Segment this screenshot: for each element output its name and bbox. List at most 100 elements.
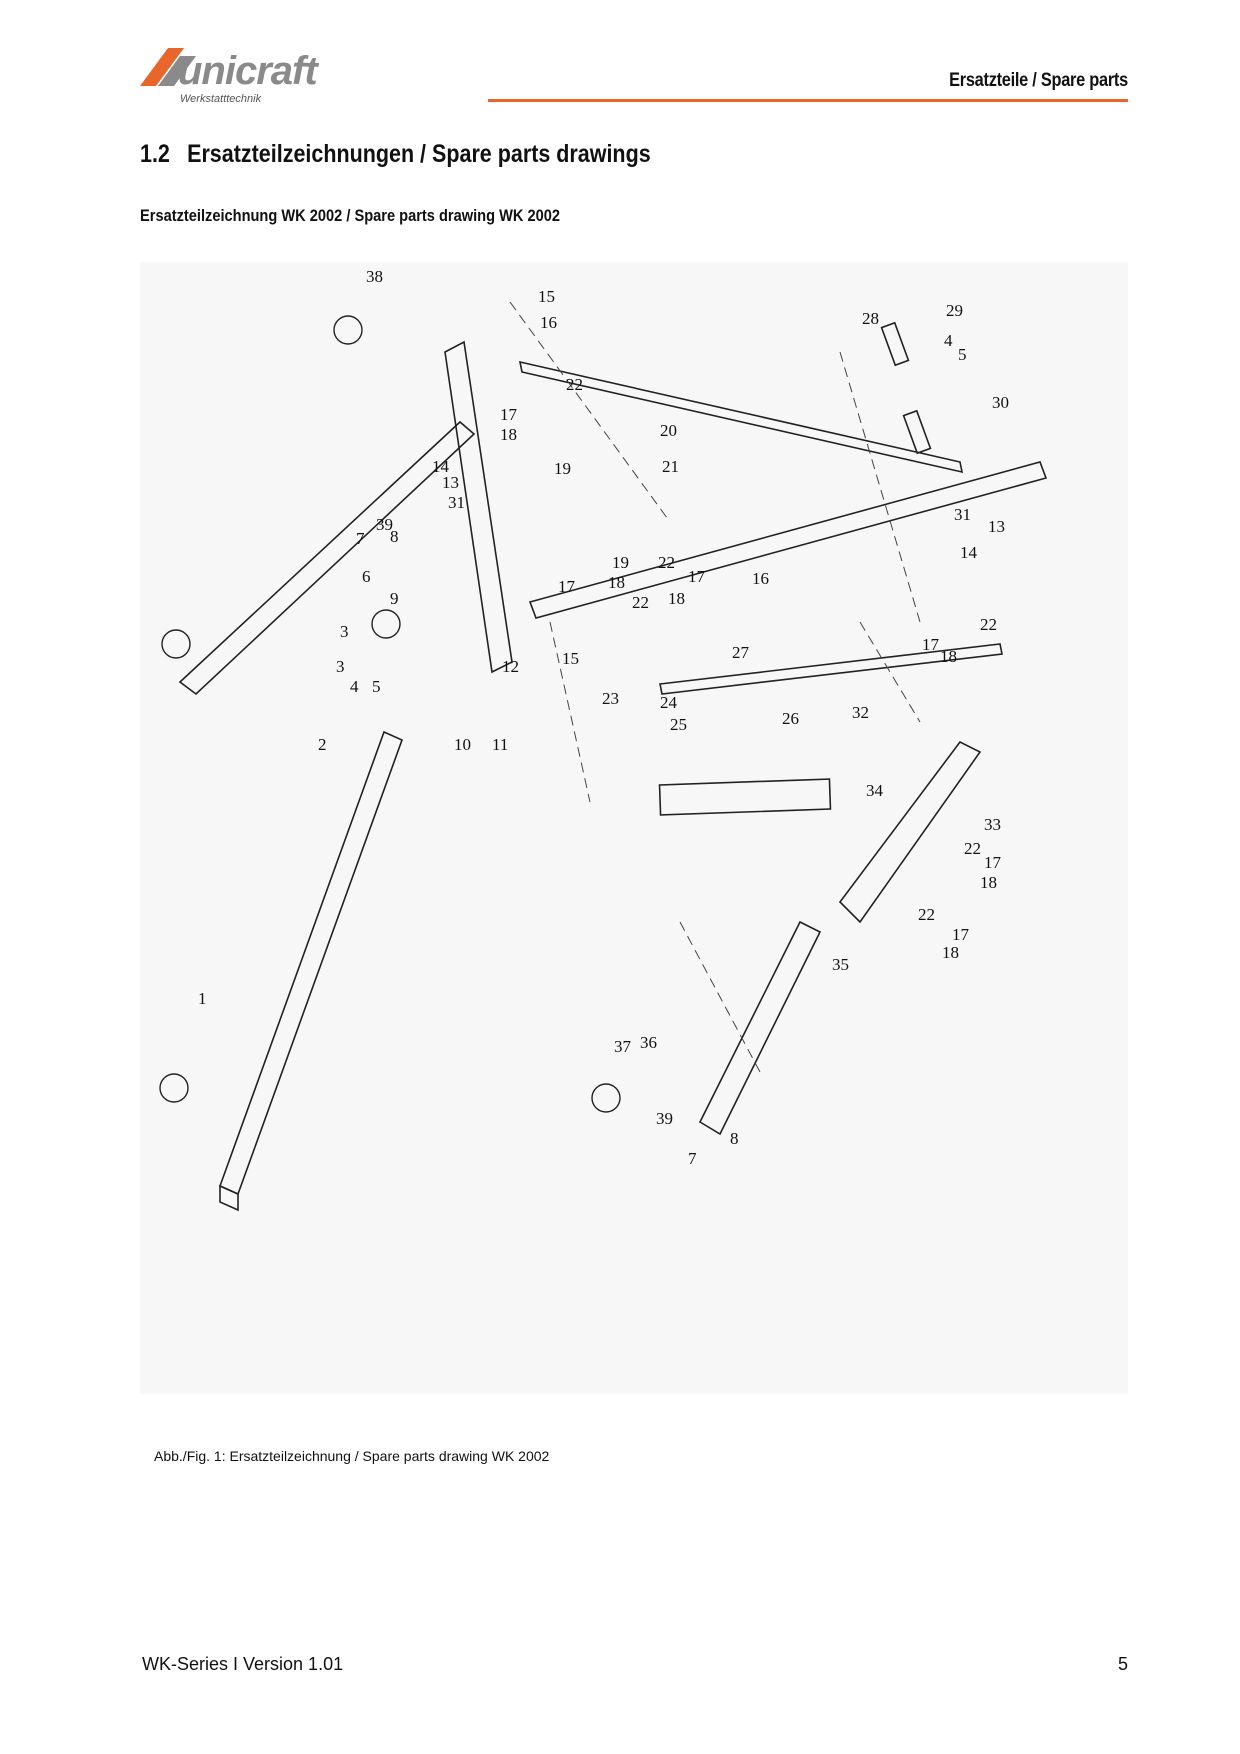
header-section-label: Ersatzteile / Spare parts bbox=[949, 70, 1128, 91]
callout-27: 27 bbox=[732, 643, 750, 662]
callout-36: 36 bbox=[640, 1033, 657, 1052]
callout-30: 30 bbox=[992, 393, 1009, 412]
assembly-line bbox=[679, 921, 761, 1073]
callout-15: 15 bbox=[562, 649, 579, 668]
callout-3: 3 bbox=[340, 622, 349, 641]
callout-34: 34 bbox=[866, 781, 884, 800]
callout-18: 18 bbox=[942, 943, 959, 962]
callout-35: 35 bbox=[832, 955, 849, 974]
assembly-line bbox=[549, 621, 591, 803]
section-title-text: Ersatzteilzeichnungen / Spare parts draw… bbox=[187, 140, 651, 168]
logo-mark-grey bbox=[158, 56, 196, 86]
logo-wordmark: unicraft bbox=[178, 49, 319, 93]
callout-16: 16 bbox=[752, 569, 769, 588]
callout-11: 11 bbox=[492, 735, 508, 754]
callout-13: 13 bbox=[442, 473, 459, 492]
part-lever-arm bbox=[838, 740, 982, 924]
caster-icon bbox=[159, 1073, 189, 1103]
callout-18: 18 bbox=[980, 873, 997, 892]
part-left-leg-end bbox=[219, 1184, 239, 1212]
callout-22: 22 bbox=[964, 839, 981, 858]
callout-19: 19 bbox=[554, 459, 571, 478]
callout-17: 17 bbox=[688, 567, 706, 586]
callout-20: 20 bbox=[660, 421, 677, 440]
callout-4: 4 bbox=[944, 331, 953, 350]
callout-33: 33 bbox=[984, 815, 1001, 834]
callout-26: 26 bbox=[782, 709, 799, 728]
part-boom bbox=[528, 461, 1048, 619]
assembly-line bbox=[859, 621, 921, 723]
callout-3: 3 bbox=[336, 657, 345, 676]
callout-17: 17 bbox=[984, 853, 1002, 872]
callout-22: 22 bbox=[658, 553, 675, 572]
callout-22: 22 bbox=[980, 615, 997, 634]
callout-7: 7 bbox=[356, 529, 365, 548]
logo-mark-orange bbox=[140, 48, 184, 86]
callout-39: 39 bbox=[376, 515, 393, 534]
caster-icon bbox=[333, 315, 363, 345]
callout-17: 17 bbox=[558, 577, 576, 596]
callout-17: 17 bbox=[500, 405, 518, 424]
callout-5: 5 bbox=[958, 345, 967, 364]
callout-31: 31 bbox=[954, 505, 971, 524]
callout-17: 17 bbox=[952, 925, 970, 944]
callout-22: 22 bbox=[632, 593, 649, 612]
callout-9: 9 bbox=[390, 589, 399, 608]
drawing-title: Ersatzteilzeichnung WK 2002 / Spare part… bbox=[140, 206, 561, 225]
callout-2: 2 bbox=[318, 735, 327, 754]
callout-15: 15 bbox=[538, 287, 555, 306]
spare-parts-drawing: 1 2 3 3 4 4 5 5 6 7 7 8 8 9 10 11 12 13 … bbox=[140, 262, 1128, 1394]
callout-31: 31 bbox=[448, 493, 465, 512]
callout-18: 18 bbox=[668, 589, 685, 608]
callout-8: 8 bbox=[730, 1129, 739, 1148]
callout-14: 14 bbox=[432, 457, 450, 476]
section-number: 1.2 bbox=[140, 140, 170, 168]
part-mast bbox=[444, 340, 513, 674]
part-upper-arm bbox=[178, 420, 476, 696]
figure-caption: Abb./Fig. 1: Ersatzteilzeichnung / Spare… bbox=[154, 1448, 550, 1464]
callout-39: 39 bbox=[656, 1109, 673, 1128]
callout-37: 37 bbox=[614, 1037, 632, 1056]
part-extension-tube bbox=[698, 920, 822, 1136]
caster-icon bbox=[371, 609, 401, 639]
section-heading: 1.2 Ersatzteilzeichnungen / Spare parts d… bbox=[140, 140, 651, 169]
callout-21: 21 bbox=[662, 457, 679, 476]
part-handle-lower bbox=[902, 409, 932, 455]
callout-22: 22 bbox=[918, 905, 935, 924]
part-hydraulic-cylinder bbox=[658, 778, 832, 816]
logo-tagline: Werkstatttechnik bbox=[180, 93, 262, 105]
caster-icon bbox=[161, 629, 191, 659]
callout-7: 7 bbox=[688, 1149, 697, 1168]
drawing-background bbox=[140, 262, 1128, 1394]
part-strut-upper bbox=[518, 360, 964, 474]
callout-28: 28 bbox=[862, 309, 879, 328]
callout-18: 18 bbox=[500, 425, 517, 444]
callout-6: 6 bbox=[362, 567, 371, 586]
caster-icon bbox=[591, 1083, 621, 1113]
callout-19: 19 bbox=[612, 553, 629, 572]
part-handle bbox=[880, 321, 910, 367]
callout-14: 14 bbox=[960, 543, 978, 562]
callout-17: 17 bbox=[922, 635, 940, 654]
callout-23: 23 bbox=[602, 689, 619, 708]
callout-16: 16 bbox=[540, 313, 557, 332]
header-divider bbox=[488, 99, 1128, 102]
callout-1: 1 bbox=[198, 989, 207, 1008]
callout-24: 24 bbox=[660, 693, 678, 712]
callout-18: 18 bbox=[608, 573, 625, 592]
assembly-line bbox=[509, 301, 671, 523]
callout-8: 8 bbox=[390, 527, 399, 546]
unicraft-logo: unicraft Werkstatttechnik bbox=[140, 48, 320, 105]
callout-32: 32 bbox=[852, 703, 869, 722]
callout-22: 22 bbox=[566, 375, 583, 394]
footer-page-number: 5 bbox=[1117, 1654, 1128, 1674]
part-strut-lower bbox=[659, 643, 1003, 695]
callout-4: 4 bbox=[350, 677, 359, 696]
callout-5: 5 bbox=[372, 677, 381, 696]
callout-29: 29 bbox=[946, 301, 963, 320]
callout-25: 25 bbox=[670, 715, 687, 734]
callout-10: 10 bbox=[454, 735, 471, 754]
callout-12: 12 bbox=[502, 657, 519, 676]
footer-document-version: WK-Series I Version 1.01 bbox=[142, 1654, 344, 1674]
callout-38: 38 bbox=[366, 267, 383, 286]
